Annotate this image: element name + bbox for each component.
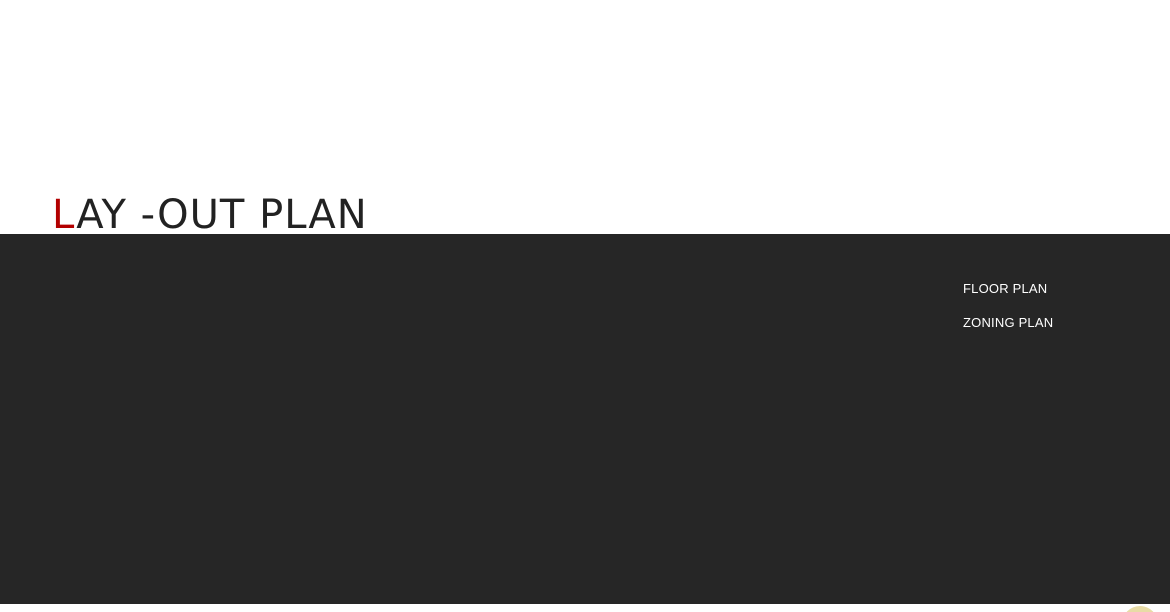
menu-item-zoning-plan: ZONING PLAN [963,312,1053,346]
page-title-rest: AY -OUT PLAN [76,192,368,238]
floor-plan-link[interactable]: FLOOR PLAN [963,281,1048,296]
page-title-initial: L [52,192,77,238]
page-title: LAY -OUT PLAN [52,190,368,240]
plan-menu: FLOOR PLAN ZONING PLAN [963,278,1053,346]
menu-item-floor-plan: FLOOR PLAN [963,278,1053,312]
zoning-plan-link[interactable]: ZONING PLAN [963,315,1054,330]
content-panel [0,234,1170,604]
corner-badge-icon [1122,606,1158,612]
